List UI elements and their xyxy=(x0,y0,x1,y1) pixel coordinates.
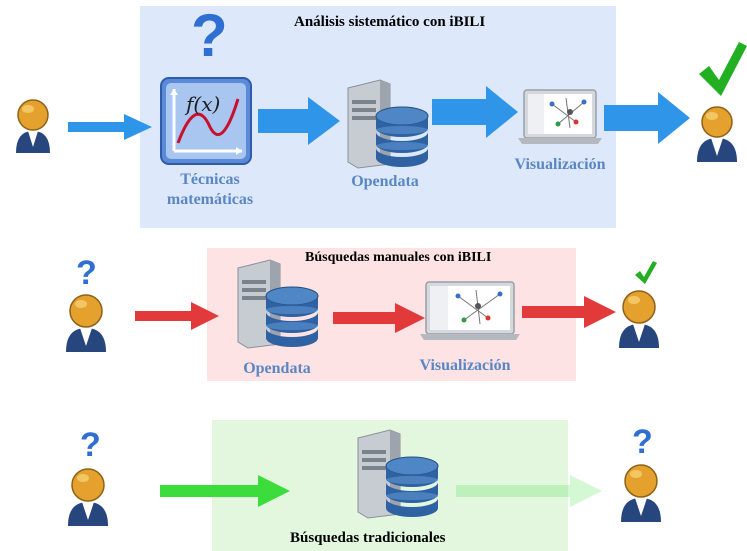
user-icon xyxy=(68,468,108,526)
opendata-label: Opendata xyxy=(243,360,311,377)
function-graph-icon: f(x) xyxy=(160,77,252,165)
arrow-icon xyxy=(135,302,219,330)
user-icon xyxy=(619,290,659,348)
laptop-visualization-icon xyxy=(518,89,602,144)
tech-label: Técnicas matemáticas xyxy=(140,170,280,210)
user-icon xyxy=(621,464,661,522)
arrow-icon xyxy=(522,296,616,328)
row1-title: Análisis sistemático con iBILI xyxy=(294,14,486,30)
arrow-icon xyxy=(68,114,152,140)
question-mark: ? xyxy=(632,423,653,461)
question-mark: ? xyxy=(76,254,97,292)
checkmark-icon xyxy=(699,42,747,96)
arrow-icon xyxy=(604,92,690,144)
user-icon xyxy=(16,99,50,153)
opendata-label: Opendata xyxy=(351,173,419,190)
viz-label: Visualización xyxy=(514,156,606,173)
checkmark-icon xyxy=(635,261,657,284)
arrow-icon xyxy=(432,86,518,138)
arrow-icon xyxy=(160,475,290,507)
row2-title: Búsquedas manuales con iBILI xyxy=(305,250,492,265)
question-mark: ? xyxy=(191,2,228,69)
viz-label: Visualización xyxy=(419,357,511,374)
tech-label-line2: matemáticas xyxy=(166,191,254,208)
arrow-icon xyxy=(333,303,425,333)
row3-title: Búsquedas tradicionales xyxy=(290,530,446,546)
arrow-icon xyxy=(456,475,602,507)
server-database-icon xyxy=(347,79,429,169)
formula-text: f(x) xyxy=(184,92,220,116)
user-icon xyxy=(66,294,106,352)
server-database-icon xyxy=(237,259,319,349)
user-icon xyxy=(697,106,737,162)
arrow-icon xyxy=(258,97,340,145)
tech-label-line1: Técnicas xyxy=(180,171,240,188)
question-mark: ? xyxy=(80,426,101,464)
laptop-visualization-icon xyxy=(420,281,520,340)
server-database-icon xyxy=(357,429,439,519)
